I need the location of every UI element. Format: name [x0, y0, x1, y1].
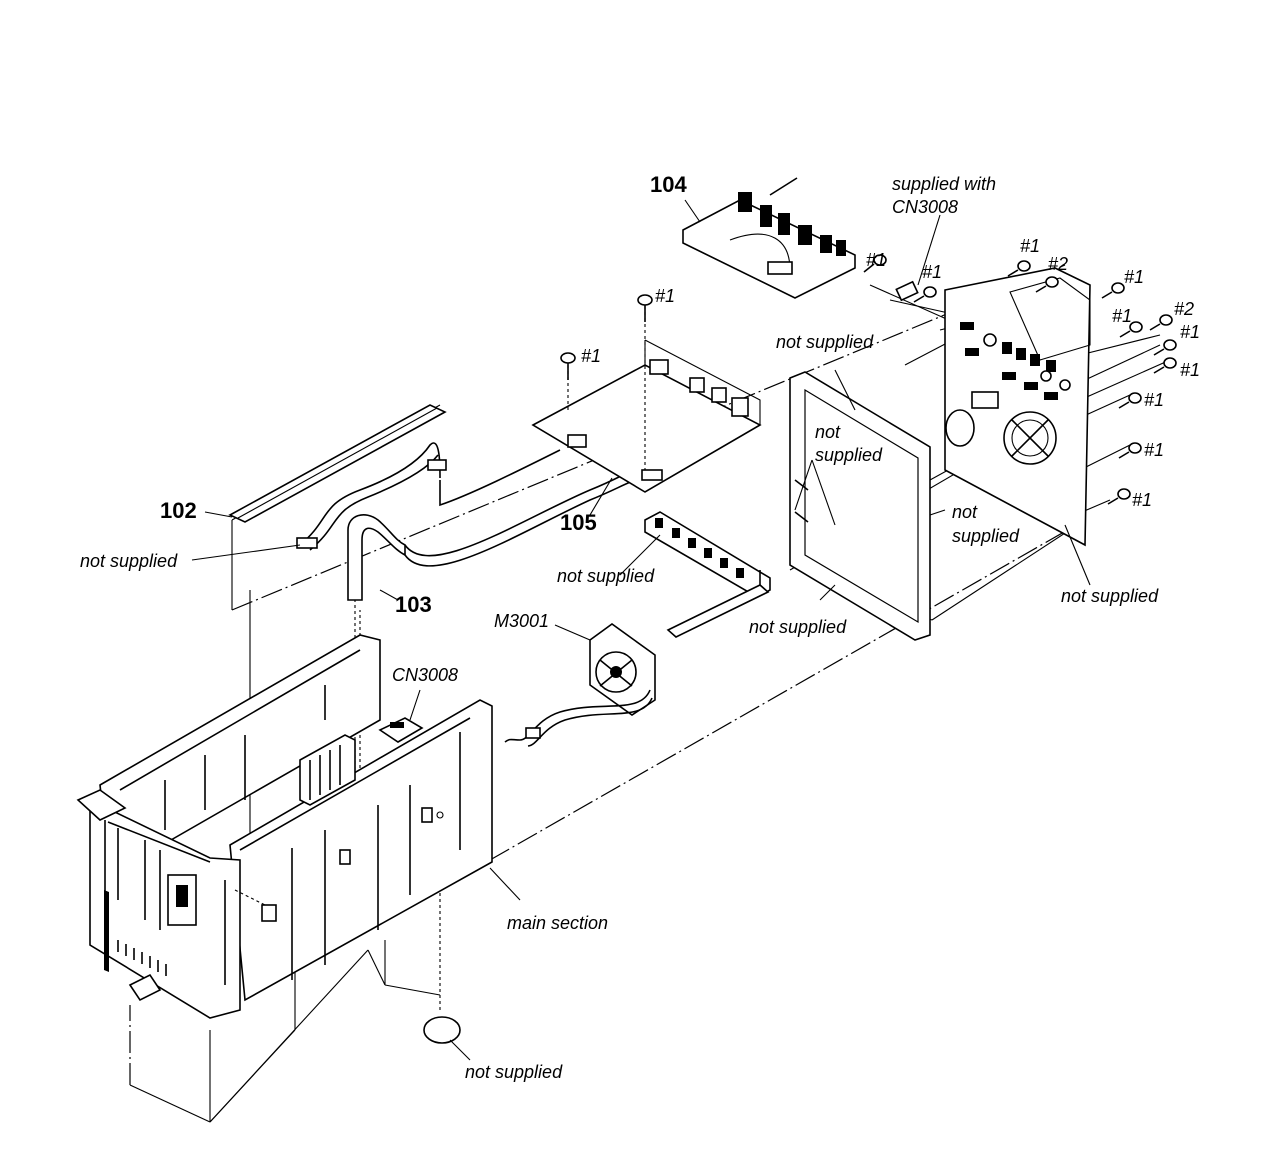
- label-main-section: main section: [507, 913, 608, 933]
- screw-icon: [913, 286, 937, 303]
- label-part-103: 103: [395, 592, 432, 617]
- rear-panel: [944, 267, 1091, 547]
- label-cn3008: CN3008: [392, 665, 458, 685]
- label-screw-2: #2: [1174, 299, 1194, 319]
- screw-105-b-icon: [560, 352, 576, 380]
- circuit-board-105: [531, 300, 762, 493]
- label-supplied-with-line2: CN3008: [892, 197, 958, 217]
- main-chassis: [76, 634, 493, 1019]
- label-screw-1: #1: [1144, 440, 1164, 460]
- label-part-104: 104: [650, 172, 687, 197]
- label-not-lower: not: [952, 502, 978, 522]
- label-supplied-upper: supplied: [815, 445, 883, 465]
- label-screw-1: #1: [655, 286, 675, 306]
- heatsink: [299, 734, 356, 806]
- label-screw-1: #1: [866, 250, 886, 270]
- label-screw-1: #1: [581, 346, 601, 366]
- label-not-upper: not: [815, 422, 841, 442]
- label-part-105: 105: [560, 510, 597, 535]
- frame-gasket: [789, 371, 931, 641]
- screw-icon: [1107, 488, 1131, 505]
- label-not-supplied-panel: not supplied: [1061, 586, 1159, 606]
- label-not-supplied-foot: not supplied: [465, 1062, 563, 1082]
- foot-pad: [423, 1016, 461, 1044]
- screw-icon: [1119, 321, 1143, 338]
- screw-icon: [1118, 392, 1142, 409]
- screw-icon: [1153, 357, 1177, 374]
- led-board: [644, 511, 771, 638]
- connector-cn3008: [378, 717, 424, 743]
- rear-panel-screws: [863, 254, 1177, 505]
- screw-icon: [1035, 276, 1059, 293]
- label-not-supplied-led-board: not supplied: [557, 566, 655, 586]
- screw-icon: [1149, 314, 1173, 331]
- ribbon-cable-103: [347, 467, 646, 601]
- label-not-supplied-bracket: not supplied: [749, 617, 847, 637]
- screw-icon: [1118, 442, 1142, 459]
- label-supplied-with-line1: supplied with: [892, 174, 996, 194]
- chassis-slots: [104, 685, 461, 985]
- connector-post-icon: [895, 280, 919, 302]
- leader-lines: [191, 199, 1091, 1061]
- vent-grille: [117, 940, 167, 976]
- label-not-supplied-cable: not supplied: [80, 551, 178, 571]
- label-supplied-lower: supplied: [952, 526, 1020, 546]
- screw-icon: [1101, 282, 1125, 299]
- label-screw-1: #1: [1112, 306, 1132, 326]
- label-m3001: M3001: [494, 611, 549, 631]
- screw-icon: [1153, 339, 1177, 356]
- flat-cable-102: [228, 404, 561, 551]
- label-screw-1: #1: [922, 262, 942, 282]
- screw-105-a-icon: [637, 294, 653, 322]
- label-screw-1: #1: [1020, 236, 1040, 256]
- label-screw-1: #1: [1180, 322, 1200, 342]
- label-screw-1: #1: [1124, 267, 1144, 287]
- label-screw-1: #1: [1144, 390, 1164, 410]
- screw-icon: [863, 254, 887, 273]
- label-screw-1: #1: [1132, 490, 1152, 510]
- label-screw-2: #2: [1048, 254, 1068, 274]
- power-switch: [167, 874, 197, 926]
- screw-icon: [1007, 260, 1031, 277]
- label-screw-1: #1: [1180, 360, 1200, 380]
- circuit-board-104: [682, 177, 856, 299]
- fan-m3001: [504, 623, 656, 747]
- label-not-supplied-frame: not supplied: [776, 332, 874, 352]
- label-part-102: 102: [160, 498, 197, 523]
- chassis-foot: [128, 973, 162, 1002]
